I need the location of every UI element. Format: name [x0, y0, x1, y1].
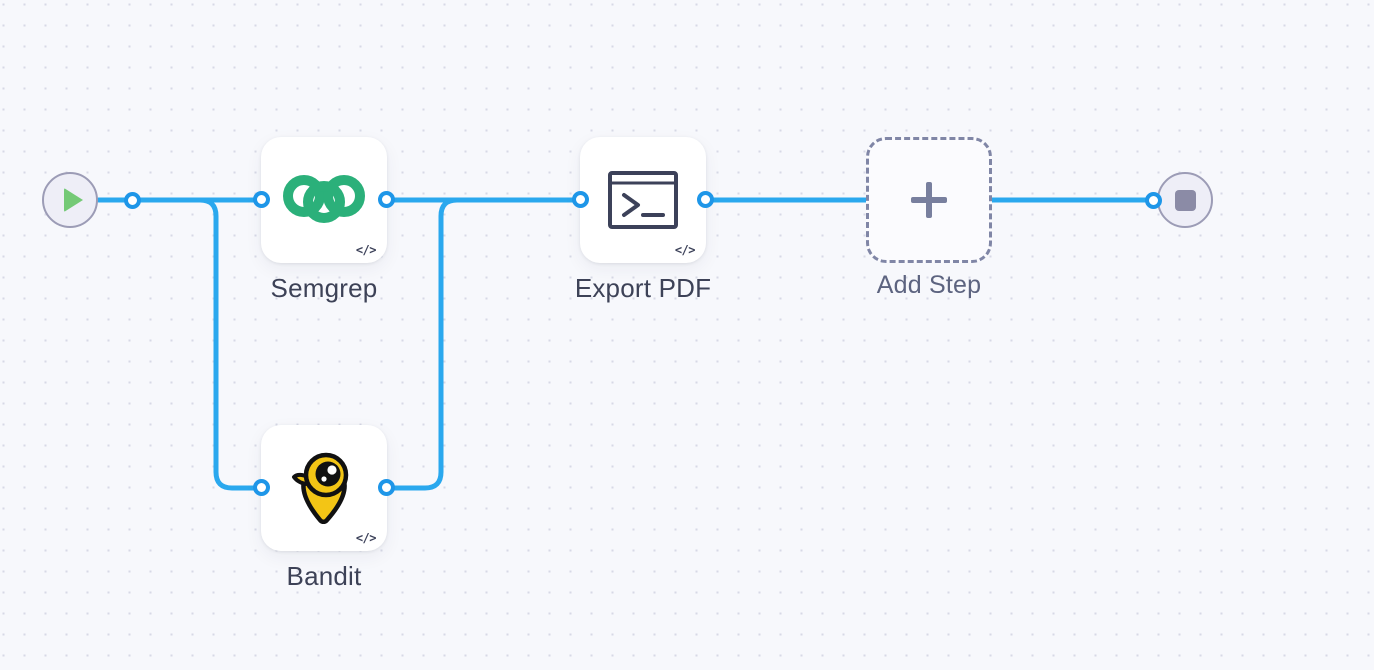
- stop-icon: [1174, 189, 1196, 211]
- end-node-circle[interactable]: [1157, 172, 1213, 228]
- code-badge-icon: </>: [674, 243, 696, 257]
- bandit-input-port[interactable]: [253, 479, 270, 496]
- semgrep-input-port[interactable]: [253, 191, 270, 208]
- step-node-export-pdf[interactable]: </> Export PDF: [572, 137, 714, 303]
- bandit-logo-icon: [292, 452, 349, 524]
- play-icon: [63, 188, 83, 212]
- export-pdf-input-port[interactable]: [572, 191, 589, 208]
- semgrep-logo-icon: [283, 175, 365, 223]
- plus-icon: [911, 182, 947, 218]
- bandit-output-port[interactable]: [378, 479, 395, 496]
- add-step-node[interactable]: Add Step: [866, 137, 992, 299]
- step-node-bandit[interactable]: </> Bandit: [253, 425, 395, 591]
- export-pdf-card[interactable]: </>: [580, 137, 706, 263]
- semgrep-output-port[interactable]: [378, 191, 395, 208]
- end-node-input-port[interactable]: [1145, 192, 1162, 209]
- code-badge-icon: </>: [355, 531, 377, 545]
- semgrep-card[interactable]: </>: [261, 137, 387, 263]
- start-node[interactable]: [42, 172, 141, 228]
- edge-start-to-bandit: [96, 197, 264, 491]
- export-pdf-output-port[interactable]: [697, 191, 714, 208]
- add-step-button[interactable]: [866, 137, 992, 263]
- add-step-label: Add Step: [876, 271, 982, 299]
- end-node[interactable]: [1145, 172, 1213, 228]
- terminal-icon: [608, 171, 678, 229]
- semgrep-label: Semgrep: [270, 273, 378, 303]
- step-node-semgrep[interactable]: </> Semgrep: [253, 137, 395, 303]
- edge-bandit-to-exportpdf: [384, 197, 583, 491]
- bandit-label: Bandit: [286, 561, 362, 591]
- start-node-circle[interactable]: [42, 172, 98, 228]
- bandit-card[interactable]: </>: [261, 425, 387, 551]
- export-pdf-label: Export PDF: [574, 273, 712, 303]
- code-badge-icon: </>: [355, 243, 377, 257]
- start-node-output-port[interactable]: [124, 192, 141, 209]
